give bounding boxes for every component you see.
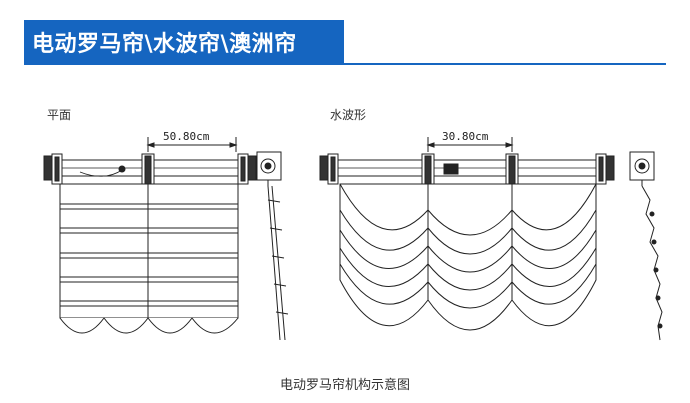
diagram-caption: 电动罗马帘机构示意图 [279,378,410,393]
left-support-bracket [141,153,155,185]
right-dimension-label: 30.80cm [442,130,489,143]
flat-roman-shade-diagram [43,137,257,334]
left-bracket-left [43,153,63,185]
wave-panels [339,183,597,331]
left-bracket-right [237,153,257,185]
left-scalloped-hem [59,317,239,334]
left-dimension-marker [146,137,238,152]
left-diagram-label: 平面 [47,108,72,122]
wave-shade-diagram [319,137,615,331]
header-title: 电动罗马帘\水波帘\澳洲帘 [32,32,297,57]
header-underline [24,63,666,65]
right-diagram-label: 水波形 [330,108,367,122]
left-battens [60,203,238,307]
left-side-profile [256,151,289,341]
header-banner: 电动罗马帘\水波帘\澳洲帘 [24,20,344,64]
right-side-profile [629,151,663,341]
right-dimension-marker [426,137,514,152]
left-dimension-label: 50.80cm [163,130,210,143]
